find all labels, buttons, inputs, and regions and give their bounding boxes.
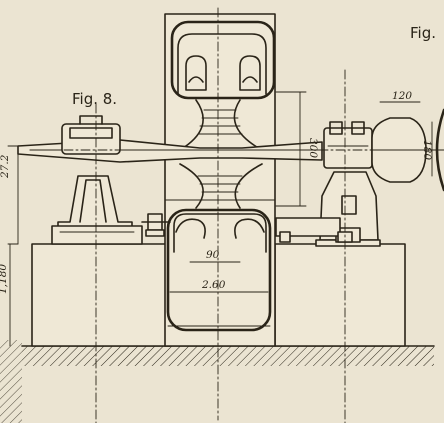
figure-8-label: Fig. 8. (72, 90, 117, 108)
foundation-right (274, 243, 406, 347)
left-pedestal (51, 115, 143, 245)
dim-120: 120 (392, 90, 412, 102)
dimension-lines (7, 91, 433, 347)
spring-lower (179, 163, 263, 209)
ground-hatching (0, 340, 435, 423)
dim-180: 180 (421, 140, 433, 160)
right-connector (275, 217, 353, 243)
dim-90: 90 (206, 249, 220, 261)
upper-housing (170, 20, 276, 100)
center-lines (29, 7, 441, 423)
foundation-left (31, 243, 171, 347)
dim-27-2: 27.2 (0, 154, 11, 179)
dim-300: 300 (307, 138, 319, 158)
dim-2-60: 2.60 (201, 279, 226, 291)
central-frame (164, 13, 276, 347)
dim-1-180: 1,180 (0, 264, 9, 294)
lower-housing (166, 208, 272, 332)
bolt-left (141, 213, 171, 237)
figure-right-label: Fig. (410, 24, 436, 42)
